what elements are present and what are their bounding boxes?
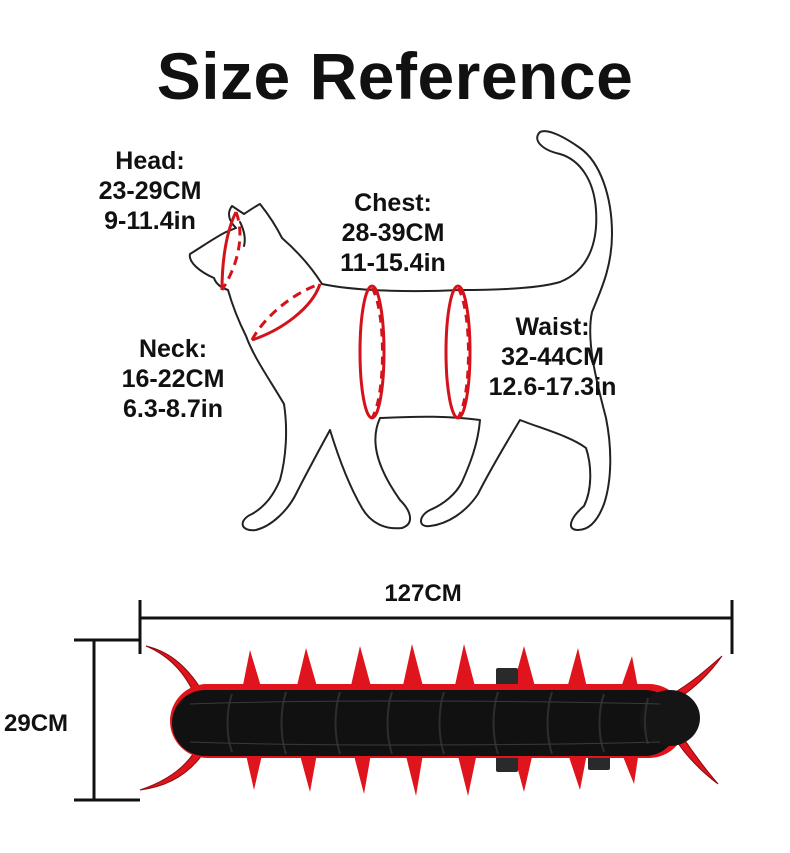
- head-measure-solid: [220, 211, 238, 291]
- cat-body-line: [188, 130, 613, 532]
- head: [640, 690, 700, 746]
- chest-measurement: Chest: 28-39CM 11-15.4in: [318, 188, 468, 278]
- head-cm: 23-29CM: [98, 177, 202, 205]
- body-segments: [226, 691, 649, 755]
- measure-marks: [220, 211, 472, 420]
- centipede-product: [139, 644, 723, 796]
- chest-measure-dashes: [370, 287, 470, 419]
- waist-label: Waist:: [515, 313, 590, 341]
- cat-outline: [188, 130, 613, 532]
- chest-inch: 11-15.4in: [340, 249, 446, 277]
- waist-inch: 12.6-17.3in: [488, 373, 617, 401]
- legs-top: [242, 644, 640, 698]
- strap-buckle: [588, 756, 610, 770]
- body-sheen: [189, 700, 661, 746]
- head-measurement: Head: 23-29CM 9-11.4in: [80, 146, 220, 236]
- product-length-label: 127CM: [384, 580, 462, 607]
- neck-measure-dashed: [250, 282, 321, 341]
- head-label: Head:: [115, 147, 185, 175]
- neck-cm: 16-22CM: [121, 365, 225, 393]
- neck-measure-solid: [251, 283, 322, 342]
- cat-ear-inner: [239, 221, 246, 247]
- head-inch: 9-11.4in: [104, 207, 196, 235]
- chest-measure-right: [444, 284, 472, 420]
- page-title: Size Reference: [156, 39, 634, 113]
- head-measure-dashed: [220, 211, 242, 291]
- chest-cm: 28-39CM: [341, 219, 445, 247]
- chest-label: Chest:: [354, 189, 432, 217]
- neck-inch: 6.3-8.7in: [122, 395, 224, 423]
- neck-label: Neck:: [138, 335, 208, 363]
- chest-measure-left: [358, 284, 386, 420]
- waist-measurement: Waist: 32-44CM 12.6-17.3in: [470, 312, 635, 402]
- dimension-lines: [74, 600, 734, 802]
- product-height-label: 29CM: [4, 710, 69, 737]
- body: [172, 690, 678, 756]
- waist-cm: 32-44CM: [501, 343, 604, 371]
- neck-measurement: Neck: 16-22CM 6.3-8.7in: [108, 334, 238, 424]
